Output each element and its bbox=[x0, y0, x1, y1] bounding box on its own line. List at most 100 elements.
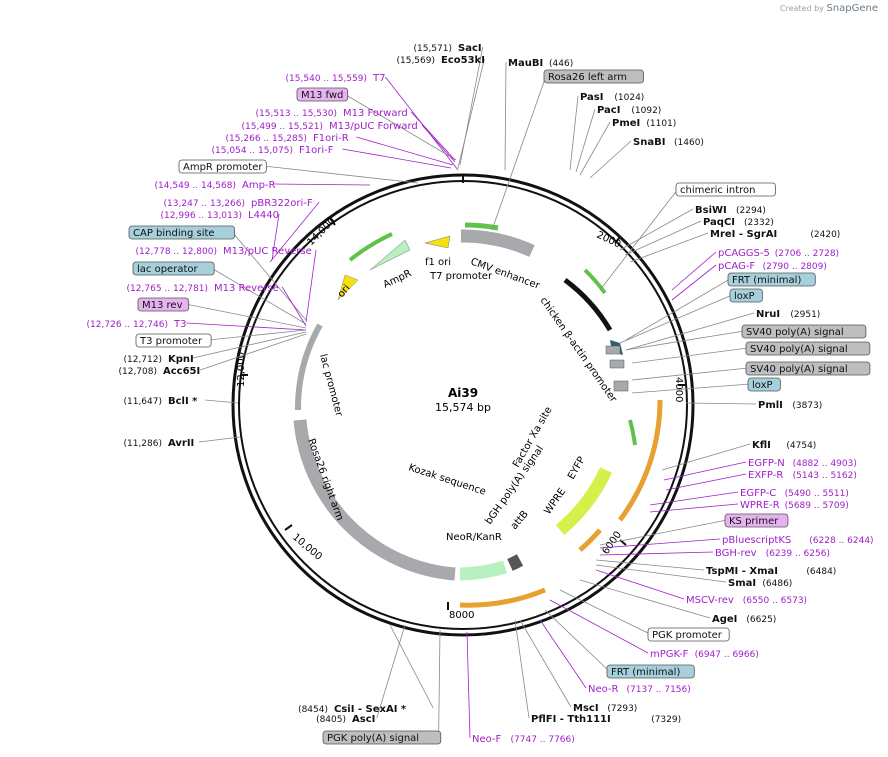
right-label-26[interactable]: pBluescriptKS(6228 .. 6244) bbox=[599, 535, 874, 549]
feature-eyfp-arc[interactable] bbox=[555, 467, 612, 536]
left-label-14[interactable]: lac operator bbox=[132, 261, 307, 325]
left-label-6[interactable]: F1ori-R(15,266 .. 15,285) bbox=[226, 133, 454, 166]
left-label-19[interactable]: KpnI(12,712) bbox=[123, 331, 307, 365]
right-label-name-21: EGFP-N bbox=[748, 458, 785, 469]
right-label-19[interactable]: PmlI(3873) bbox=[685, 400, 822, 411]
left-label-21[interactable]: BclI *(11,647) bbox=[123, 396, 239, 407]
left-label-9[interactable]: Amp-R(14,549 .. 14,568) bbox=[155, 180, 371, 191]
right-label-line-37 bbox=[514, 619, 530, 719]
right-label-0[interactable]: MauBI(446) bbox=[504, 58, 573, 171]
outer-labels: MauBI(446)Rosa26 left armPasI(1024)PacI(… bbox=[87, 43, 874, 745]
right-label-22[interactable]: EXFP-R(5143 .. 5162) bbox=[665, 470, 857, 491]
feature-cmv-enhancer-arc[interactable] bbox=[460, 229, 535, 257]
left-label-16[interactable]: M13 rev bbox=[137, 297, 307, 329]
right-label-6[interactable]: chimeric intron bbox=[599, 182, 776, 291]
left-label-3[interactable]: M13 fwd bbox=[296, 87, 457, 161]
right-label-31[interactable]: AgeI(6625) bbox=[579, 579, 776, 625]
left-label-7[interactable]: F1ori-F(15,054 .. 15,075) bbox=[212, 145, 452, 169]
left-label-5[interactable]: M13/pUC Forward(15,499 .. 15,521) bbox=[242, 121, 456, 163]
right-label-32[interactable]: PGK promoter bbox=[559, 589, 730, 642]
feature-ampr-arrow[interactable] bbox=[369, 239, 411, 271]
right-label-10[interactable]: pCAGGS-5(2706 .. 2728) bbox=[671, 248, 839, 291]
inner-label-attb: attB bbox=[509, 509, 531, 532]
right-label-8[interactable]: PaqCI(2332) bbox=[624, 217, 774, 256]
right-label-12[interactable]: FRT (minimal) bbox=[625, 272, 816, 341]
right-label-24[interactable]: WPRE-R(5689 .. 5709) bbox=[649, 500, 849, 513]
left-label-name-23: CsiI - SexAI * bbox=[334, 704, 407, 715]
right-label-28[interactable]: TspMI - XmaI(6484) bbox=[595, 559, 836, 577]
left-label-pos-0: (15,571) bbox=[413, 44, 452, 54]
left-label-1[interactable]: Eco53kI(15,569) bbox=[396, 55, 485, 169]
right-label-16[interactable]: SV40 poly(A) signal bbox=[631, 341, 871, 364]
left-label-8[interactable]: AmpR promoter bbox=[178, 159, 419, 184]
left-label-4[interactable]: M13 Forward(15,513 .. 15,530) bbox=[256, 108, 456, 161]
right-label-3[interactable]: PacI(1092) bbox=[575, 105, 661, 173]
right-label-5[interactable]: SnaBI(1460) bbox=[589, 137, 704, 179]
feature-f1ori-arrow[interactable] bbox=[424, 235, 451, 249]
right-label-4[interactable]: PmeI(1101) bbox=[579, 118, 676, 176]
right-label-box-1 bbox=[543, 69, 644, 84]
right-label-line-7 bbox=[619, 208, 694, 251]
feature-chicken-actin-arc[interactable] bbox=[563, 277, 613, 332]
right-label-38[interactable]: Neo-F(7747 .. 7766) bbox=[466, 631, 575, 745]
left-label-name-17: T3 bbox=[173, 319, 186, 330]
left-label-25[interactable]: PGK poly(A) signal bbox=[322, 629, 442, 745]
right-label-7[interactable]: BsiWI(2294) bbox=[619, 205, 766, 251]
right-label-37[interactable]: PflFI - Tth111I(7329) bbox=[514, 619, 681, 725]
right-label-36[interactable]: MscI(7293) bbox=[519, 619, 637, 714]
left-label-22[interactable]: AvrII(11,286) bbox=[123, 436, 241, 449]
left-label-name-24: AscI bbox=[352, 714, 375, 725]
left-label-17[interactable]: T3(12,726 .. 12,746) bbox=[87, 319, 307, 331]
feature-sv40-block-1[interactable] bbox=[605, 345, 621, 355]
left-label-12[interactable]: CAP binding site bbox=[128, 225, 307, 321]
left-label-13[interactable]: M13/pUC Reverse(12,778 .. 12,800) bbox=[136, 246, 317, 323]
right-label-14[interactable]: NruI(2951) bbox=[625, 309, 820, 351]
feature-neor-arc[interactable] bbox=[459, 560, 507, 581]
right-label-34[interactable]: FRT (minimal) bbox=[544, 609, 695, 679]
left-label-20[interactable]: Acc65I(12,708) bbox=[118, 333, 307, 377]
right-label-18[interactable]: loxP bbox=[631, 377, 781, 394]
left-label-name-13: M13/pUC Reverse bbox=[223, 246, 312, 257]
feature-attb-arc[interactable] bbox=[507, 554, 524, 571]
right-label-name-0: MauBI bbox=[508, 58, 543, 69]
right-label-27[interactable]: BGH-rev(6239 .. 6256) bbox=[599, 548, 830, 559]
feature-rosa26-right-arc[interactable] bbox=[293, 419, 456, 581]
right-label-35[interactable]: Neo-R(7137 .. 7156) bbox=[539, 619, 691, 695]
feature-wpre-arc[interactable] bbox=[517, 529, 565, 566]
right-label-name-2: PasI bbox=[580, 92, 603, 103]
left-label-23[interactable]: CsiI - SexAI *(8454) bbox=[298, 624, 434, 715]
left-label-line-6 bbox=[356, 136, 454, 166]
feature-ori-arrow[interactable] bbox=[337, 274, 359, 301]
right-label-33[interactable]: mPGK-F(6947 .. 6966) bbox=[549, 599, 759, 660]
left-label-11[interactable]: L4440(12,996 .. 13,013) bbox=[161, 210, 280, 261]
left-label-24[interactable]: AscI(8405) bbox=[316, 624, 406, 725]
right-label-9[interactable]: MreI - SgrAI(2420) bbox=[629, 229, 840, 263]
left-label-line-21 bbox=[205, 399, 239, 404]
right-label-name-11: pCAG-F bbox=[718, 261, 755, 272]
feature-arcs bbox=[293, 229, 629, 581]
left-label-18[interactable]: T3 promoter bbox=[135, 329, 307, 348]
right-label-25[interactable]: KS primer bbox=[599, 513, 789, 546]
right-label-2[interactable]: PasI(1024) bbox=[569, 92, 644, 171]
right-label-pos-28: (6484) bbox=[806, 567, 836, 577]
right-label-1[interactable]: Rosa26 left arm bbox=[491, 69, 644, 231]
right-label-23[interactable]: EGFP-C(5490 .. 5511) bbox=[649, 488, 849, 506]
right-label-29[interactable]: SmaI(6486) bbox=[595, 564, 792, 589]
feature-lac-promoter-arc[interactable] bbox=[294, 323, 323, 411]
feature-sv40-block-2[interactable] bbox=[609, 359, 625, 369]
feature-sv40-block-3[interactable] bbox=[613, 380, 629, 392]
right-label-15[interactable]: SV40 poly(A) signal bbox=[625, 324, 867, 351]
right-label-30[interactable]: MSCV-rev(6550 .. 6573) bbox=[595, 569, 807, 606]
right-label-11[interactable]: pCAG-F(2790 .. 2809) bbox=[671, 261, 827, 301]
right-label-20[interactable]: KflI(4754) bbox=[661, 440, 816, 471]
left-label-pos-9: (14,549 .. 14,568) bbox=[155, 181, 236, 191]
right-label-17[interactable]: SV40 poly(A) signal bbox=[631, 361, 871, 381]
right-label-13[interactable]: loxP bbox=[619, 288, 763, 344]
right-label-line-17 bbox=[631, 367, 749, 381]
right-label-21[interactable]: EGFP-N(4882 .. 4903) bbox=[663, 458, 857, 481]
left-label-10[interactable]: pBR322ori-F(13,247 .. 13,266) bbox=[164, 198, 320, 263]
left-label-15[interactable]: M13 Reverse(12,765 .. 12,781) bbox=[127, 283, 307, 327]
left-label-pos-19: (12,712) bbox=[123, 355, 162, 365]
left-label-name-16: M13 rev bbox=[142, 300, 183, 311]
